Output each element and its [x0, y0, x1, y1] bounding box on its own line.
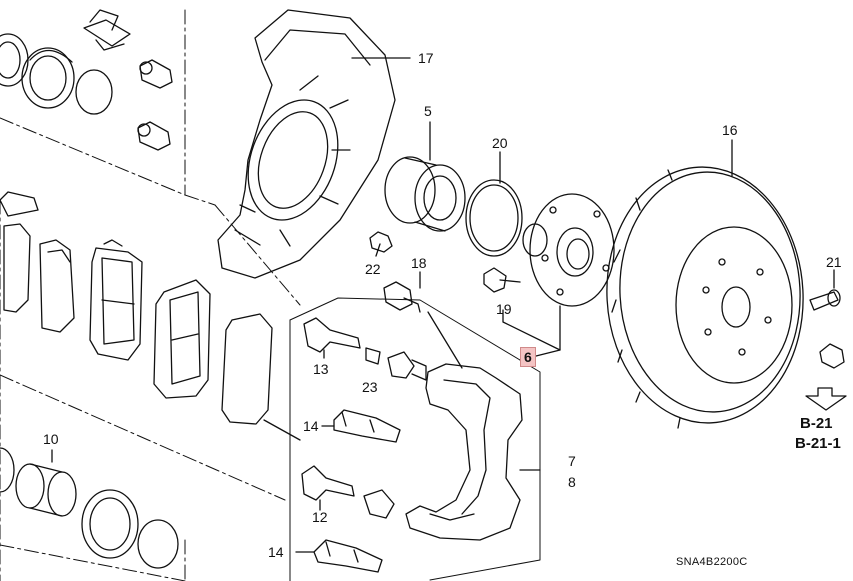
caliper-group-frame: [289, 297, 541, 581]
label-12: 12: [312, 509, 328, 525]
label-17: 17: [418, 50, 434, 66]
guide-pin-12: [301, 465, 395, 519]
bleeder-screw-top: [137, 59, 173, 151]
brake-pad-shims: [0, 191, 75, 333]
splash-guard: [217, 9, 411, 279]
bracket-bolt: [383, 271, 463, 369]
reference-b-21-1[interactable]: B-21-1: [795, 435, 841, 452]
label-21: 21: [826, 254, 842, 270]
label-16: 16: [722, 122, 738, 138]
label-14-upper: 14: [303, 418, 319, 434]
label-10: 10: [43, 431, 59, 447]
drawing-code: SNA4B2200C: [676, 556, 748, 568]
label-20: 20: [492, 135, 508, 151]
label-13: 13: [313, 361, 329, 377]
label-5: 5: [424, 103, 432, 119]
pad-shim-outer: [221, 313, 301, 441]
pad-retainer-upper: [321, 409, 401, 443]
front-hub: [522, 193, 615, 307]
label-22: 22: [365, 261, 381, 277]
pad-retainer-lower: [295, 539, 383, 573]
brake-pad-outer: [153, 279, 211, 399]
reference-b-21[interactable]: B-21: [800, 415, 833, 432]
dust-shield-bolt: [369, 231, 393, 257]
brake-pad-inner: [89, 239, 143, 361]
label-8: 8: [568, 474, 576, 490]
label-7: 7: [568, 453, 576, 469]
disc-screw: [805, 269, 847, 411]
hub-bearing: [384, 121, 466, 232]
label-6-highlighted[interactable]: 6: [520, 347, 536, 367]
label-18: 18: [411, 255, 427, 271]
guide-pin-13: [303, 317, 427, 381]
label-14-lower: 14: [268, 544, 284, 560]
label-19: 19: [496, 301, 512, 317]
assembly-frame-lines: [0, 9, 301, 581]
snap-ring: [465, 151, 523, 257]
caliper-piston: [0, 447, 179, 569]
brake-disc: [606, 139, 804, 429]
piston-seal-kit: [0, 9, 131, 115]
label-23: 23: [362, 379, 378, 395]
caliper-bracket: [405, 363, 541, 541]
